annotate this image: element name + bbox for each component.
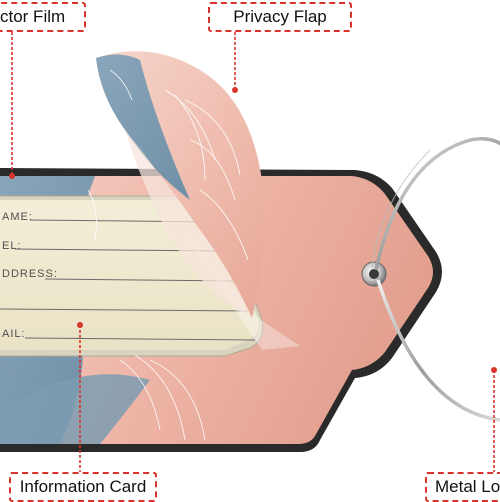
tag-blue-band-lower — [0, 374, 150, 444]
card-email-label: AIL: — [2, 328, 26, 340]
metal-loop-cable — [374, 137, 500, 271]
card-line-5 — [24, 337, 256, 341]
metal-loop-callout: Metal Lo — [425, 472, 500, 502]
metal-loop-cable-2 — [376, 279, 500, 422]
information-card-callout: Information Card — [9, 472, 157, 502]
card-tel-label: EL: — [2, 240, 22, 252]
card-line-4 — [0, 308, 249, 312]
metal-loop-cable-3 — [371, 149, 431, 269]
card-address-label: DDRESS: — [2, 268, 58, 280]
card-name-label: AME: — [2, 211, 33, 223]
privacy-flap-underside — [125, 130, 252, 318]
privacy-flap-callout: Privacy Flap — [208, 2, 352, 32]
grommet-hole — [369, 269, 379, 279]
tag-leaf-lineart — [87, 189, 206, 441]
protector-film-callout: ctor Film — [0, 2, 86, 32]
privacy-flap-blue — [96, 54, 190, 200]
callout-leaders — [11, 32, 495, 472]
callout-endpoints — [9, 87, 497, 373]
flap-leaf-lineart — [109, 69, 249, 261]
